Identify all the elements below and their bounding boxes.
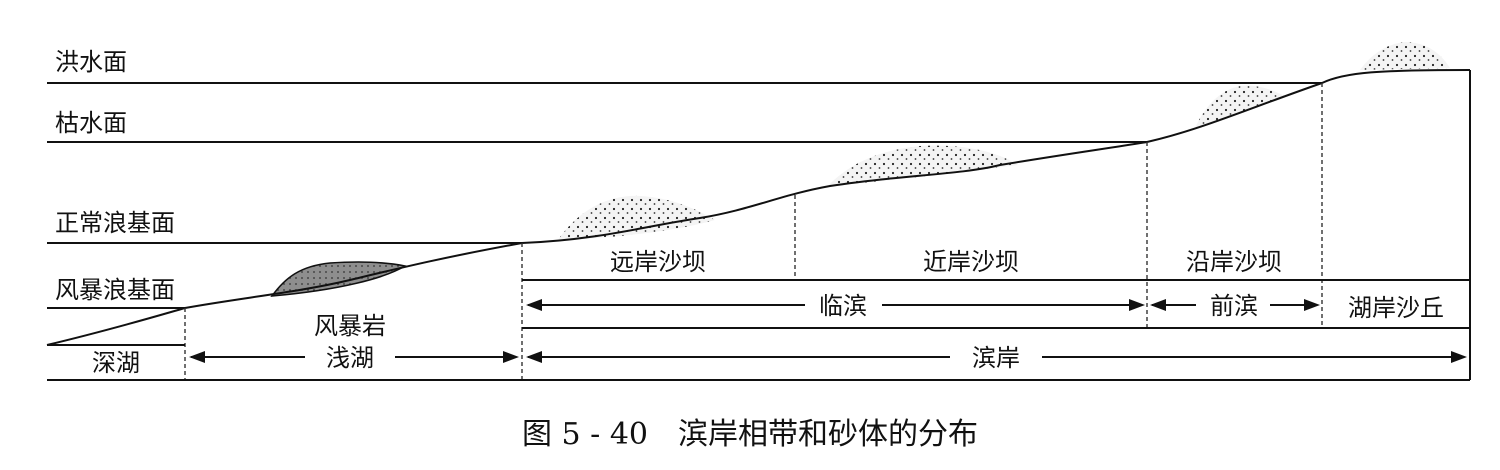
lake-dune-label: 湖岸沙丘 (1348, 294, 1444, 322)
storm-wave-base-label: 风暴浪基面 (55, 276, 175, 304)
near-shore-arrowhead-right (1129, 299, 1145, 311)
flood-level-label: 洪水面 (55, 48, 127, 76)
shallow-lake-arrowhead-right (503, 351, 519, 363)
near-shore-label: 临滨 (819, 292, 867, 320)
figure-caption: 图 5 - 40 滨岸相带和砂体的分布 (522, 417, 978, 452)
longshore-bar-sand (1195, 85, 1285, 128)
lake-bottom-profile (46, 69, 1471, 346)
longshore-bar-label: 沿岸沙坝 (1186, 248, 1282, 276)
shallow-lake-label: 浅湖 (326, 344, 374, 372)
shore-arrowhead-left (526, 351, 542, 363)
fore-shore-label: 前滨 (1210, 292, 1258, 320)
near-shore-arrowhead-left (526, 299, 542, 311)
offshore-bar-label: 远岸沙坝 (610, 248, 706, 276)
normal-wave-base-label: 正常浪基面 (55, 209, 175, 237)
storm-rock-label: 风暴岩 (314, 312, 386, 340)
nearshore-bar-label: 近岸沙坝 (923, 248, 1019, 276)
lake-dune-sand (1360, 42, 1450, 70)
shore-label: 滨岸 (972, 344, 1020, 372)
fore-shore-arrowhead-right (1304, 299, 1320, 311)
storm-rock-body (270, 261, 408, 297)
offshore-bar-sand (558, 195, 715, 240)
fore-shore-arrowhead-left (1150, 299, 1166, 311)
dry-level-label: 枯水面 (55, 109, 127, 137)
deep-lake-label: 深湖 (92, 349, 140, 377)
shore-arrowhead-right (1451, 351, 1467, 363)
nearshore-bar-sand (828, 145, 1018, 186)
shallow-lake-arrowhead-left (189, 351, 205, 363)
